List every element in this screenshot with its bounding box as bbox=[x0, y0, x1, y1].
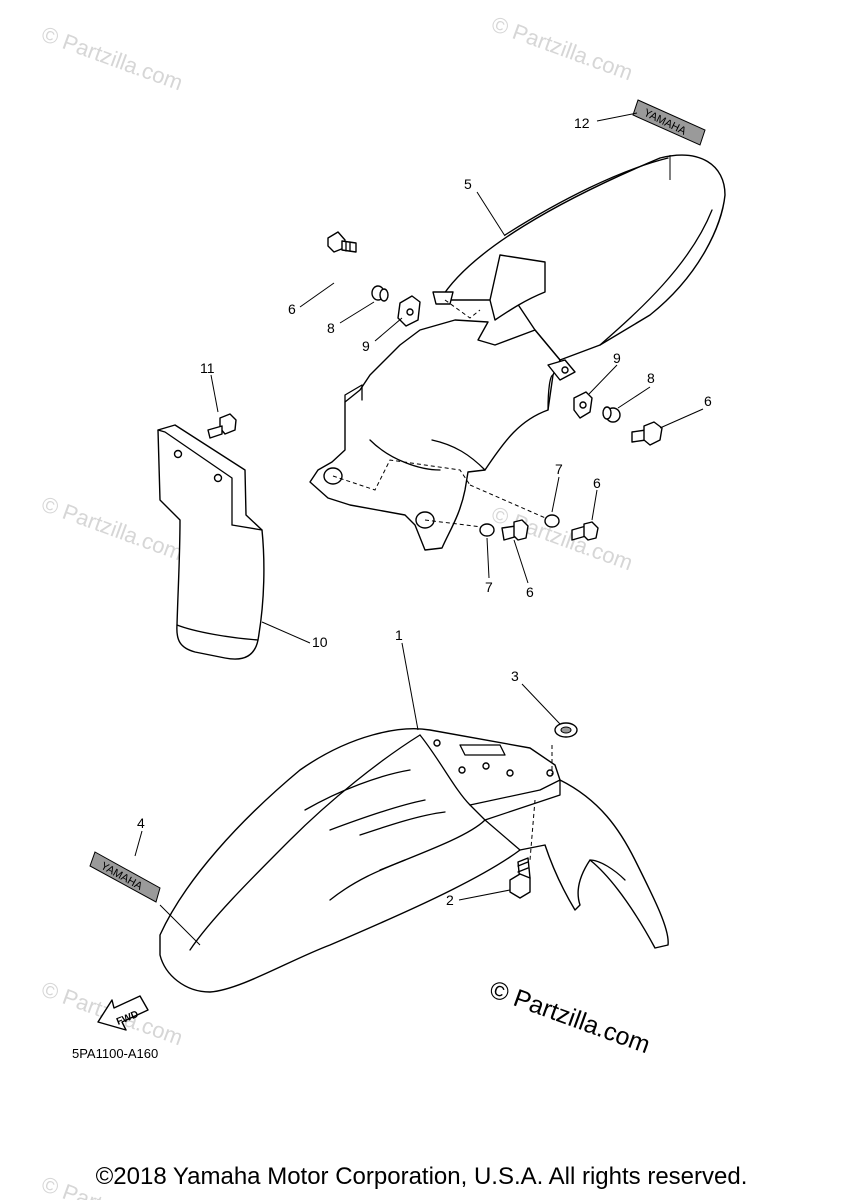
callout-8-left: 8 bbox=[327, 320, 335, 336]
rear-fender bbox=[309, 154, 726, 551]
front-fender-bolt bbox=[509, 857, 531, 899]
callout-2: 2 bbox=[446, 892, 454, 908]
rear-decal-yamaha: YAMAHA bbox=[632, 99, 706, 146]
callout-6-lower-right: 6 bbox=[593, 475, 601, 491]
callout-3: 3 bbox=[511, 668, 519, 684]
grommet bbox=[554, 722, 578, 738]
diagram-code: 5PA1100-A160 bbox=[72, 1046, 158, 1061]
front-fender bbox=[159, 728, 669, 993]
callout-12: 12 bbox=[574, 115, 590, 131]
front-decal-yamaha: YAMAHA bbox=[89, 851, 161, 903]
callout-9-left: 9 bbox=[362, 338, 370, 354]
callout-11: 11 bbox=[200, 360, 215, 376]
copyright-footer: ©2018 Yamaha Motor Corporation, U.S.A. A… bbox=[95, 1163, 748, 1190]
callout-10: 10 bbox=[312, 634, 328, 650]
callout-6-upper-left: 6 bbox=[288, 301, 296, 317]
rear-right-hardware bbox=[479, 391, 663, 541]
callout-7-upper: 7 bbox=[555, 461, 563, 477]
callout-5: 5 bbox=[464, 176, 472, 192]
mud-flap bbox=[157, 413, 265, 660]
rear-left-hardware bbox=[327, 231, 421, 327]
callout-7-lower: 7 bbox=[485, 579, 493, 595]
callout-4: 4 bbox=[137, 815, 145, 831]
watermark-top-left: © Partzilla.com bbox=[38, 21, 186, 95]
leader-lines bbox=[134, 112, 704, 946]
callout-1: 1 bbox=[395, 627, 403, 643]
watermark-top-right: © Partzilla.com bbox=[488, 11, 636, 85]
callout-9-right: 9 bbox=[613, 350, 621, 366]
watermark-main: © Partzilla.com bbox=[486, 975, 654, 1059]
callout-numbers: 12 5 6 8 9 11 9 8 6 7 6 7 6 10 1 3 4 2 bbox=[137, 115, 712, 908]
callout-8-right: 8 bbox=[647, 370, 655, 386]
callout-6-lower: 6 bbox=[526, 584, 534, 600]
callout-6-right: 6 bbox=[704, 393, 712, 409]
